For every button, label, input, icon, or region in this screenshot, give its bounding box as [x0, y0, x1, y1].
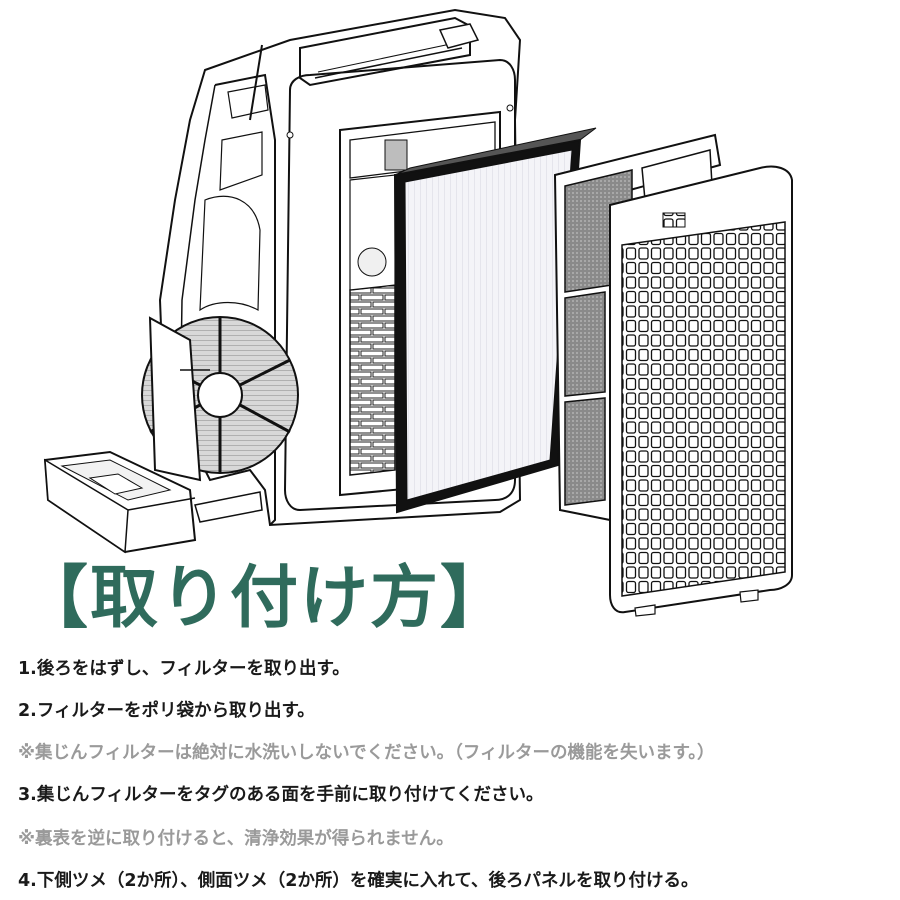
note-no-washing: ※集じんフィルターは絶対に水洗いしないでください。（フィルターの機能を失います。…: [18, 743, 715, 763]
page-title-text: 【取り付け方】: [20, 558, 511, 638]
step-4: 4.下側ツメ（2か所）、側面ツメ（2か所）を確実に入れて、後ろパネルを取り付ける…: [18, 871, 699, 891]
page-title: 【取り付け方】: [20, 548, 510, 638]
air-purifier-exploded-illustration: [43, 8, 793, 617]
dust-collection-filter: [393, 127, 597, 514]
step-1: 1.後ろをはずし、フィルターを取り出す。: [18, 659, 350, 679]
rear-panel: [609, 165, 793, 617]
step-2: 2.フィルターをポリ袋から取り出す。: [18, 701, 315, 721]
step-3: 3.集じんフィルターをタグのある面を手前に取り付けてください。: [18, 785, 544, 805]
note-orientation: ※裏表を逆に取り付けると、清浄効果が得られません。: [18, 829, 454, 849]
